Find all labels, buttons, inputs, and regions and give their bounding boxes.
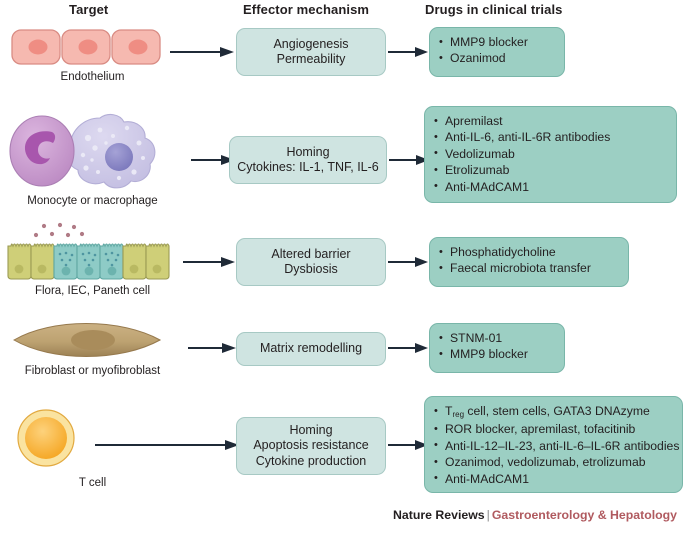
drug-box-flora-iec-paneth: Phosphatidycholine Faecal microbiota tra… (429, 237, 629, 287)
epithelial-nuclei (14, 264, 162, 276)
drug-list-item: Phosphatidycholine (439, 243, 618, 260)
drug-list-fibroblast: STNM-01 MMP9 blocker (439, 329, 554, 363)
drug-list-endothelium: MMP9 blocker Ozanimod (439, 33, 554, 67)
endothelium-illustration (11, 29, 161, 65)
fibroblast-illustration (13, 323, 162, 357)
monocyte-macrophage-illustration (9, 113, 156, 189)
row-t-cell: T cell Homing Apoptosis resistance Cytok… (0, 396, 691, 500)
journal-name: Gastroenterology & Hepatology (491, 508, 677, 522)
publisher-name: Nature Reviews (393, 508, 485, 522)
arrow-effector-to-drugs-epithelium (388, 257, 428, 267)
drug-box-fibroblast: STNM-01 MMP9 blocker (429, 323, 565, 373)
drug-list-item: Anti-IL-6, anti-IL-6R antibodies (434, 129, 666, 146)
effector-line: Permeability (276, 52, 346, 66)
target-monocyte-macrophage: Monocyte or macrophage (0, 110, 185, 207)
column-header-target: Target (69, 2, 109, 17)
arrow-epithelium-to-effector (183, 257, 235, 267)
row-endothelium: Endothelium Angiogenesis Permeability MM… (0, 22, 691, 88)
effector-line: Homing (286, 144, 330, 159)
effector-box-flora-iec-paneth: Altered barrier Dysbiosis (236, 238, 386, 286)
target-endothelium: Endothelium (0, 22, 185, 83)
effector-line: Cytokine production (255, 453, 367, 468)
paneth-granules (58, 251, 120, 267)
macrophage-granules (80, 125, 145, 181)
effector-line: Cytokines: IL-1, TNF, IL-6 (237, 160, 379, 174)
drug-list-t-cell: Treg cell, stem cells, GATA3 DNAzyme ROR… (434, 402, 679, 487)
drug-list-item: ROR blocker, apremilast, tofacitinib (434, 421, 672, 438)
credit-separator: | (486, 508, 490, 522)
monocyte-body (9, 115, 75, 187)
effector-line: Apoptosis resistance (253, 438, 369, 453)
row-monocyte-macrophage: Monocyte or macrophage Homing Cytokines:… (0, 106, 691, 216)
arrow-endothelium-to-effector (170, 47, 234, 57)
drug-list-monocyte-macrophage: Apremilast Anti-IL-6, anti-IL-6R antibod… (434, 112, 666, 195)
fibroblast-nucleus (71, 330, 115, 350)
macrophage-nucleus (105, 143, 133, 171)
drug-box-endothelium: MMP9 blocker Ozanimod (429, 27, 565, 77)
target-flora-iec-paneth: Flora, IEC, Paneth cell (0, 222, 185, 297)
target-label-monocyte-macrophage: Monocyte or macrophage (27, 195, 158, 207)
treg-prefix: T (445, 404, 453, 418)
target-label-fibroblast: Fibroblast or myofibroblast (24, 365, 161, 377)
drug-list-item: Anti-MAdCAM1 (434, 178, 666, 195)
target-label-flora-iec-paneth: Flora, IEC, Paneth cell (34, 285, 151, 297)
effector-box-monocyte-macrophage: Homing Cytokines: IL-1, TNF, IL-6 (229, 136, 387, 184)
drug-list-item: Anti-IL-12–IL-23, anti-IL-6–IL-6R antibo… (434, 437, 679, 454)
t-cell-illustration (17, 409, 75, 467)
drug-list-item-treg: Treg cell, stem cells, GATA3 DNAzyme (434, 402, 672, 421)
arrow-t-cell-to-effector (95, 440, 239, 450)
monocyte-nucleus (24, 131, 56, 165)
t-cell-nucleus (25, 417, 67, 459)
drug-list-item: MMP9 blocker (439, 346, 554, 363)
target-t-cell: T cell (0, 404, 185, 489)
target-label-endothelium: Endothelium (60, 71, 125, 83)
drug-list-item: Vedolizumab (434, 145, 666, 162)
drug-list-item: Etrolizumab (434, 162, 666, 179)
effector-box-endothelium: Angiogenesis Permeability (236, 28, 386, 76)
journal-credit: Nature Reviews|Gastroenterology & Hepato… (393, 508, 677, 522)
target-label-t-cell: T cell (78, 477, 107, 489)
effector-line: Angiogenesis (273, 36, 349, 51)
drug-list-item: Faecal microbiota transfer (439, 260, 618, 277)
drug-list-item: Anti-MAdCAM1 (434, 470, 672, 487)
drug-list-flora-iec-paneth: Phosphatidycholine Faecal microbiota tra… (439, 243, 618, 277)
drug-list-item: Ozanimod (439, 50, 554, 67)
drug-list-item: STNM-01 (439, 329, 554, 346)
row-flora-iec-paneth: Flora, IEC, Paneth cell Altered barrier … (0, 222, 691, 302)
effector-box-t-cell: Homing Apoptosis resistance Cytokine pro… (236, 417, 386, 475)
column-header-drugs-in-clinical-trials: Drugs in clinical trials (425, 2, 563, 17)
effector-line: Matrix remodelling (259, 341, 363, 356)
arrow-effector-to-drugs-fibroblast (388, 343, 428, 353)
flora-bacteria (33, 222, 85, 238)
column-header-effector-mechanism: Effector mechanism (243, 2, 370, 17)
effector-line: Dysbiosis (284, 262, 338, 276)
drug-list-item: MMP9 blocker (439, 33, 554, 50)
effector-line: Homing (289, 422, 333, 437)
arrow-fibroblast-to-effector (188, 343, 236, 353)
effector-box-fibroblast: Matrix remodelling (236, 332, 386, 366)
drug-box-monocyte-macrophage: Apremilast Anti-IL-6, anti-IL-6R antibod… (424, 106, 677, 203)
row-fibroblast: Fibroblast or myofibroblast Matrix remod… (0, 316, 691, 384)
treg-rest: cell, stem cells, GATA3 DNAzyme (464, 404, 650, 418)
arrow-monocyte-to-effector (191, 155, 235, 165)
effector-line: Altered barrier (271, 246, 351, 261)
treg-subscript: reg (452, 410, 465, 419)
arrow-effector-to-drugs-endothelium (388, 47, 428, 57)
drug-box-t-cell: Treg cell, stem cells, GATA3 DNAzyme ROR… (424, 396, 683, 493)
epithelium-illustration (7, 222, 170, 280)
drug-list-item: Ozanimod, vedolizumab, etrolizumab (434, 454, 672, 471)
arrow-effector-to-drugs-monocyte (389, 155, 429, 165)
target-fibroblast: Fibroblast or myofibroblast (0, 316, 185, 377)
arrow-effector-to-drugs-t-cell (388, 440, 428, 450)
drug-list-item: Apremilast (434, 112, 666, 129)
